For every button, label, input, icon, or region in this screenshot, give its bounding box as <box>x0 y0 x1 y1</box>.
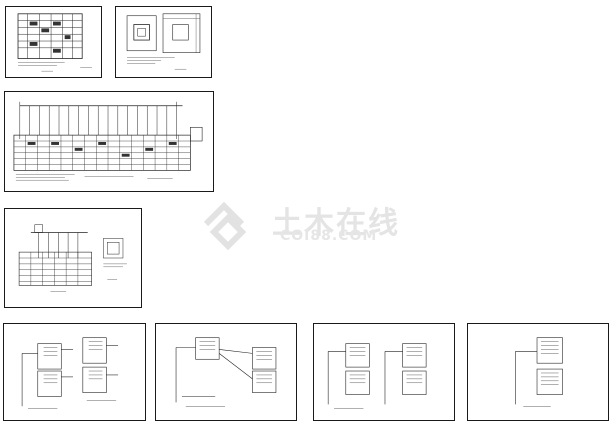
drawing-sheet-3-distribution-system[interactable] <box>4 91 214 192</box>
sheet-7-linework <box>327 343 427 409</box>
drawing-sheet-4-panel-schedule[interactable] <box>4 208 142 308</box>
drawing-sheet-8-wiring[interactable] <box>467 323 609 421</box>
watermark-cn-text: 土木在线 <box>272 206 400 241</box>
sheet-3-linework <box>13 101 203 181</box>
drawing-sheet-2-detail[interactable] <box>115 6 212 78</box>
sheet-6-linework <box>175 337 277 407</box>
sheet-4-linework <box>18 224 127 292</box>
sheet-2-linework <box>126 13 201 70</box>
watermark-logo-icon <box>203 201 247 251</box>
drawing-sheet-6-wiring[interactable] <box>155 323 297 421</box>
drawing-sheet-7-wiring[interactable] <box>313 323 455 421</box>
drawing-sheet-1-table[interactable] <box>5 6 102 78</box>
sheet-5-linework <box>21 337 119 409</box>
watermark-en-text: COI88.COM <box>280 228 378 244</box>
watermark: 土木在线 COI88.COM <box>196 198 416 251</box>
sheet-1-linework <box>17 13 92 72</box>
drawing-sheet-5-wiring[interactable] <box>3 323 146 421</box>
sheet-8-linework <box>515 337 563 407</box>
